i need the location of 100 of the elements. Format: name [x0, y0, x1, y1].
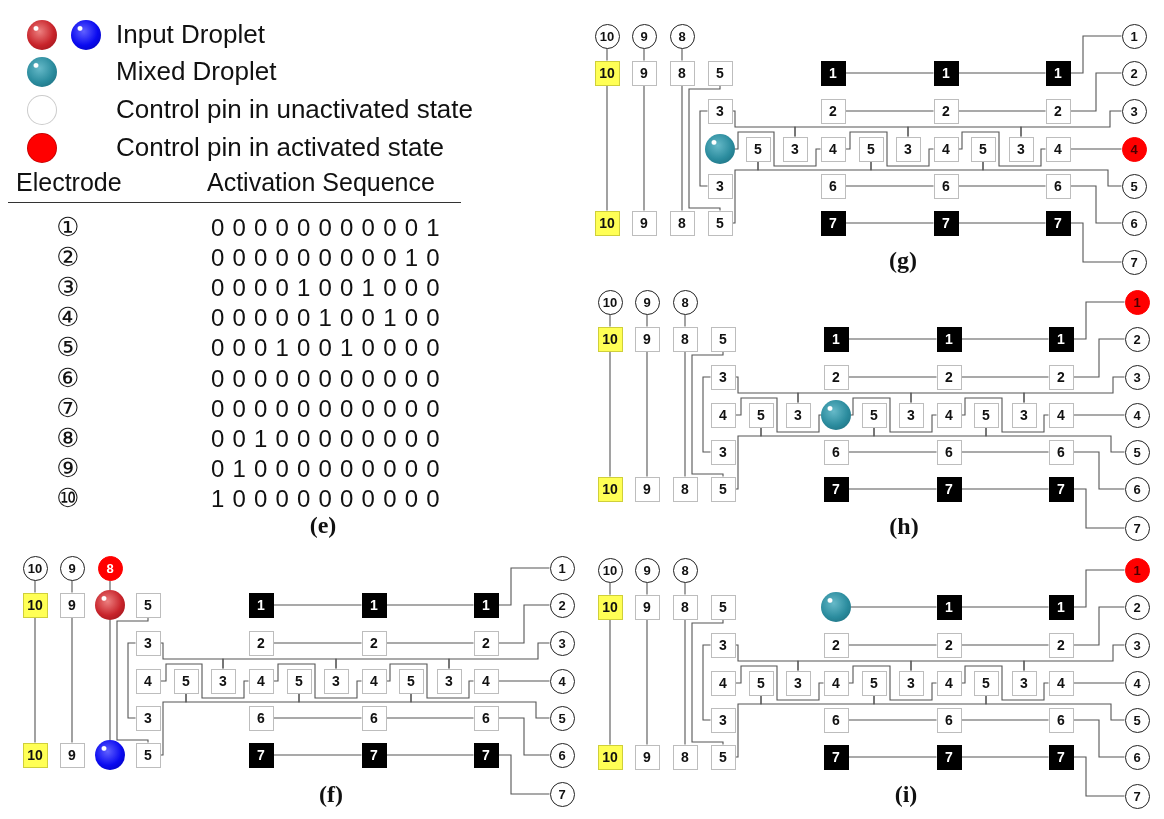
- electrode: 7: [1048, 744, 1074, 770]
- control-pin: 2: [1124, 594, 1150, 620]
- wire: [448, 642, 551, 670]
- wire: [960, 451, 1050, 453]
- electrode: 6: [1048, 707, 1074, 733]
- control-pin: 1: [1121, 23, 1147, 49]
- control-pin: 2: [1121, 60, 1147, 86]
- control-pin: 4: [1124, 670, 1150, 696]
- electrode: 3: [898, 670, 924, 696]
- legend-label: Control pin in unactivated state: [116, 95, 473, 125]
- wire: [760, 694, 875, 705]
- wire: [910, 660, 1025, 672]
- electrode: 1: [820, 60, 846, 86]
- wire: [1069, 72, 1123, 112]
- electrode: 10: [597, 326, 623, 352]
- control-pin: 2: [1124, 326, 1150, 352]
- panel-label: (i): [894, 781, 918, 809]
- electrode-number: ⑤: [56, 333, 80, 364]
- panel-label: (g): [889, 247, 917, 275]
- wire: [870, 160, 984, 171]
- electrode: 5: [135, 592, 161, 618]
- wire: [609, 313, 611, 328]
- wire: [606, 47, 608, 62]
- electrode: 3: [1011, 402, 1037, 428]
- electrode: 4: [823, 670, 849, 696]
- wire: [385, 754, 475, 756]
- electrode-number: ②: [56, 243, 80, 274]
- wire: [1072, 414, 1126, 416]
- wire: [222, 658, 337, 670]
- control-pin: 4: [549, 668, 575, 694]
- wire: [497, 604, 551, 644]
- droplet: [821, 592, 851, 622]
- electrode: 9: [631, 210, 657, 236]
- wire: [1072, 451, 1126, 490]
- electrode: 2: [1048, 364, 1074, 390]
- electrode: 5: [710, 476, 736, 502]
- activation-sequence: 0 0 1 0 0 0 0 0 0 0 0: [211, 424, 441, 453]
- electrode: 7: [823, 476, 849, 502]
- wire: [1020, 110, 1123, 138]
- wire: [385, 604, 475, 606]
- electrode: 1: [933, 60, 959, 86]
- electrode: 1: [1048, 326, 1074, 352]
- wire: [1069, 185, 1123, 224]
- wire: [734, 397, 822, 433]
- wire: [688, 84, 721, 212]
- panel-label: (h): [889, 513, 919, 541]
- electrode: 4: [1048, 670, 1074, 696]
- electrode: 5: [710, 594, 736, 620]
- electrode: 1: [823, 326, 849, 352]
- electrode: 4: [820, 136, 846, 162]
- wire: [34, 579, 36, 594]
- wire: [1072, 756, 1126, 797]
- wire: [385, 642, 475, 644]
- electrode: 1: [473, 592, 499, 618]
- electrode: 9: [634, 744, 660, 770]
- electrode: 2: [936, 632, 962, 658]
- droplet: [705, 134, 735, 164]
- electrode: 3: [135, 630, 161, 656]
- control-pin: 3: [1124, 632, 1150, 658]
- electrode: 2: [933, 98, 959, 124]
- droplet: [821, 400, 851, 430]
- control-pin: 2: [549, 592, 575, 618]
- wire: [646, 350, 648, 478]
- droplet: [95, 740, 125, 770]
- control-pin: 9: [59, 555, 85, 581]
- electrode: 5: [748, 402, 774, 428]
- control-pin: 7: [549, 781, 575, 807]
- control-pin: 3: [549, 630, 575, 656]
- wire: [1069, 35, 1123, 74]
- legend-label: Mixed Droplet: [116, 57, 277, 87]
- wire: [910, 392, 1025, 404]
- electrode: 7: [936, 476, 962, 502]
- electrode: 5: [707, 210, 733, 236]
- electrode: 3: [785, 670, 811, 696]
- wire: [681, 47, 683, 62]
- electrode: 10: [597, 744, 623, 770]
- wire: [497, 680, 551, 682]
- electrode: 10: [22, 592, 48, 618]
- control-pin: 3: [1121, 98, 1147, 124]
- wire: [684, 350, 686, 478]
- electrode: 3: [782, 136, 808, 162]
- wire: [159, 663, 250, 699]
- wire: [1072, 301, 1126, 340]
- control-pin: 10: [597, 289, 623, 315]
- electrode-number: ⑨: [56, 453, 80, 484]
- wire: [385, 717, 475, 719]
- wire: [272, 642, 363, 644]
- wire: [847, 451, 938, 453]
- panel-label: (e): [309, 512, 337, 540]
- control-pin: 6: [1124, 476, 1150, 502]
- electrode: 6: [248, 705, 274, 731]
- legend-label: Input Droplet: [116, 20, 265, 50]
- wire: [985, 426, 1126, 453]
- electrode: 7: [1045, 210, 1071, 236]
- wire: [844, 185, 935, 187]
- electrode: 6: [820, 173, 846, 199]
- wire: [684, 313, 686, 328]
- activation-sequence: 0 0 0 1 0 0 1 0 0 0 0: [211, 334, 441, 363]
- activation-sequence: 0 0 0 0 0 0 0 0 0 0 0: [211, 394, 441, 423]
- electrode: 4: [1045, 136, 1071, 162]
